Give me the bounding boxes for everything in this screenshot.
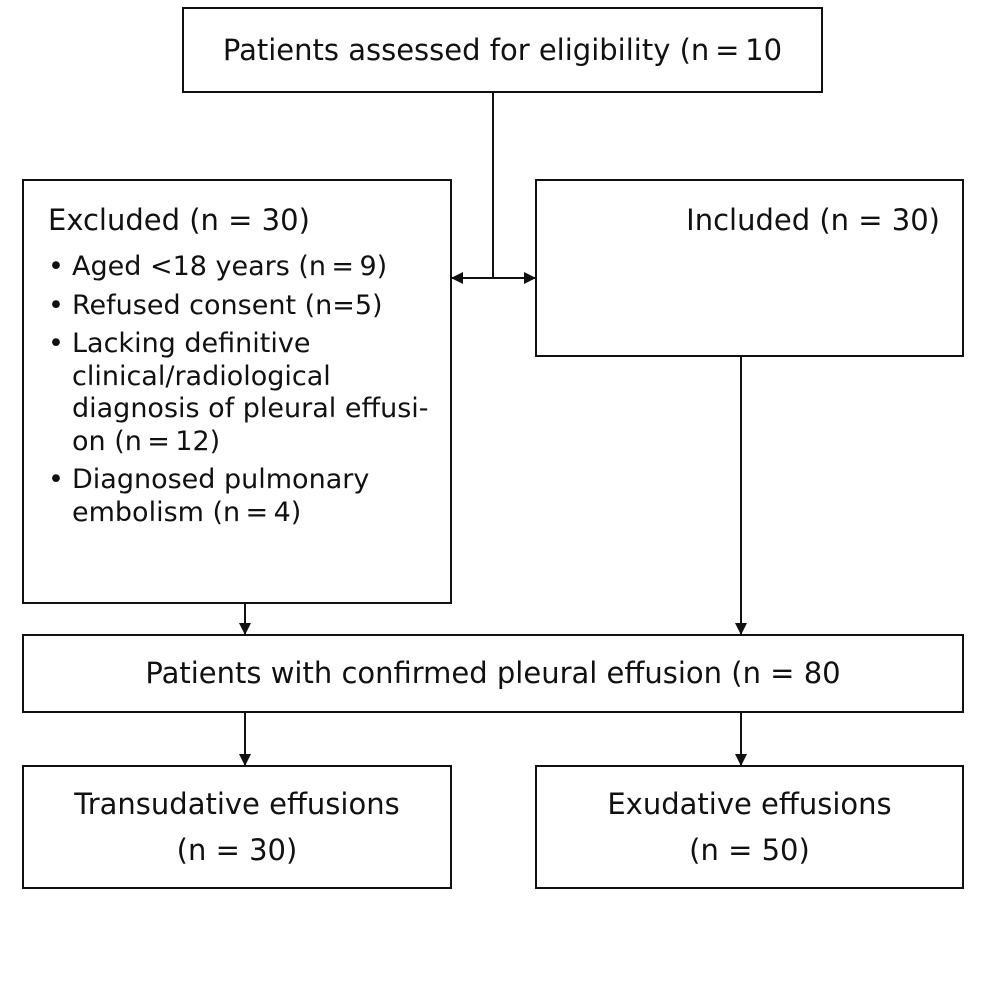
exudative-title: Exudative effusions [607,787,892,821]
exudative-text: Exudative effusions (n = 50) [607,781,891,873]
confirmed-label: Patients with confirmed pleural effusion… [145,656,841,691]
transudative-title: Transudative effusions [74,787,400,821]
excluded-item-embolism: • Diagnosed pulmonary embolism (n = 4) [48,464,457,529]
excluded-item-text: Diagnosed pulmonary embolism (n = 4) [72,464,370,528]
transudative-count: (n = 30) [176,833,298,867]
exudative-count: (n = 50) [689,833,810,867]
excluded-item-text: Aged <18 years (n = 9) [72,251,388,282]
excluded-item-age: • Aged <18 years (n = 9) [48,251,457,284]
excluded-box: Excluded (n = 30) • Aged <18 years (n = … [22,179,452,604]
transudative-text: Transudative effusions (n = 30) [74,781,399,873]
confirmed-box: Patients with confirmed pleural effusion… [22,634,964,713]
exudative-box: Exudative effusions (n = 50) [535,765,964,889]
excluded-item-consent: • Refused consent (n=5) [48,290,457,323]
included-title: Included (n = 30) [686,203,940,237]
bullet: • [48,464,64,495]
assessed-box: Patients assessed for eligibility (n = 1… [182,7,823,93]
transudative-box: Transudative effusions (n = 30) [22,765,452,889]
bullet: • [48,251,64,282]
excluded-item-text: Refused consent (n=5) [72,289,383,321]
excluded-item-text: Lacking definitive clinical/radiological… [72,328,429,457]
bullet: • [48,289,64,321]
excluded-list: • Aged <18 years (n = 9) • Refused conse… [48,251,457,535]
excluded-item-diagnosis: • Lacking definitive clinical/radiologic… [48,328,457,458]
bullet: • [48,328,64,359]
included-box: Included (n = 30) [535,179,964,357]
assessed-label: Patients assessed for eligibility (n = 1… [222,32,783,67]
excluded-title: Excluded (n = 30) [48,203,310,237]
